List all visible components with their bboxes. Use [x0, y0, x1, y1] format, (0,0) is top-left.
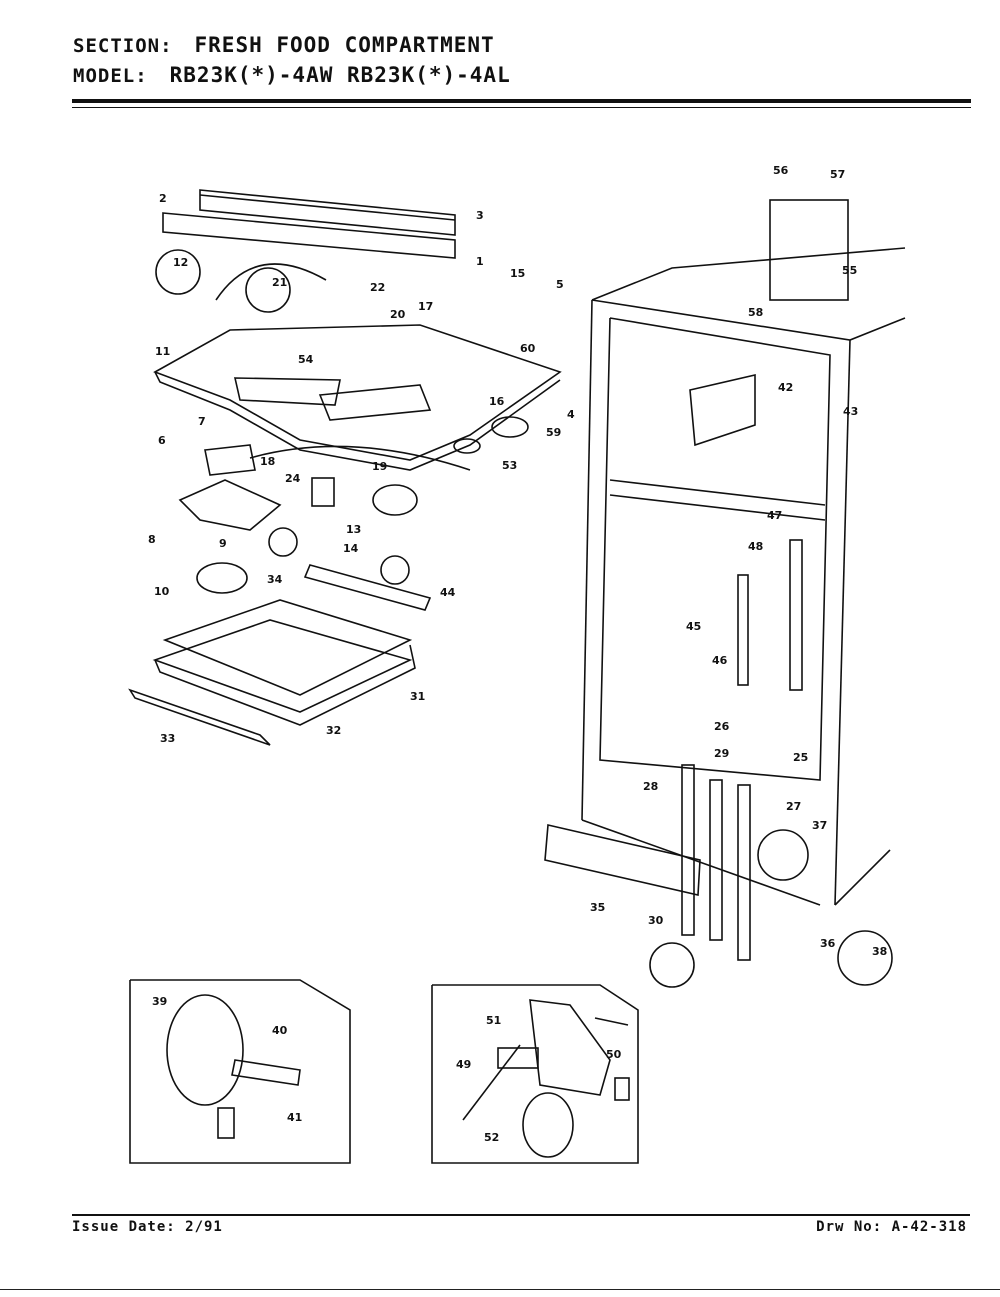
part-label-28: 28 [643, 780, 658, 793]
part-label-42: 42 [778, 381, 793, 394]
part-label-8: 8 [148, 533, 156, 546]
part-label-53: 53 [502, 459, 517, 472]
part-label-50: 50 [606, 1048, 622, 1061]
part-label-24: 24 [285, 472, 301, 485]
rod-34 [303, 564, 432, 611]
exploded-parts-diagram: 1 2 3 4 5 6 7 8 9 10 11 12 13 14 15 16 1… [128, 164, 906, 1164]
part-label-13: 13 [346, 523, 361, 536]
part-label-57: 57 [830, 168, 845, 181]
part-label-20: 20 [390, 308, 406, 321]
capillary-tube [249, 445, 471, 471]
section-value: FRESH FOOD COMPARTMENT [194, 33, 495, 57]
section-key: SECTION: [73, 35, 173, 57]
part-label-3: 3 [476, 209, 484, 222]
part-label-12: 12 [173, 256, 188, 269]
part-label-46: 46 [712, 654, 728, 667]
part-label-29: 29 [714, 747, 729, 760]
wheel-inset-right [431, 984, 639, 1164]
detail-circle-21 [245, 267, 291, 313]
part-label-18: 18 [260, 455, 275, 468]
thermostat [204, 444, 256, 476]
part-label-19: 19 [372, 460, 387, 473]
part-label-27: 27 [786, 800, 801, 813]
part-label-4: 4 [567, 408, 575, 421]
part-label-1: 1 [476, 255, 484, 268]
detail-circle-9 [268, 527, 298, 557]
part-label-58: 58 [748, 306, 763, 319]
part-label-15: 15 [510, 267, 525, 280]
part-label-25: 25 [793, 751, 808, 764]
part-label-17: 17 [418, 300, 433, 313]
detail-circle-38 [837, 930, 893, 986]
detail-circle-44 [380, 555, 410, 585]
detail-circle-30 [649, 942, 695, 988]
part-label-41: 41 [287, 1111, 302, 1124]
part-label-40: 40 [272, 1024, 288, 1037]
part-24 [311, 477, 335, 507]
part-label-54: 54 [298, 353, 314, 366]
glass-shelf [128, 599, 416, 746]
part-label-36: 36 [820, 937, 836, 950]
part-label-35: 35 [590, 901, 605, 914]
header-rule-thin [72, 107, 971, 108]
part-label-51: 51 [486, 1014, 501, 1027]
part-label-33: 33 [160, 732, 175, 745]
part-label-52: 52 [484, 1131, 499, 1144]
part-label-30: 30 [648, 914, 664, 927]
part-label-5: 5 [556, 278, 564, 291]
refrigerator-cabinet [581, 247, 906, 906]
detail-circle-12 [155, 249, 201, 295]
part-label-22: 22 [370, 281, 385, 294]
bracket-housing [178, 479, 282, 531]
control-tray [153, 324, 562, 471]
part-label-16: 16 [489, 395, 505, 408]
part-label-10: 10 [154, 585, 170, 598]
kick-plate [544, 824, 701, 896]
part-label-47: 47 [767, 509, 782, 522]
part-label-6: 6 [158, 434, 166, 447]
part-label-59: 59 [546, 426, 561, 439]
knob-13 [372, 484, 418, 516]
model-heading: MODEL: RB23K(*)-4AW RB23K(*)-4AL [73, 63, 511, 87]
part-label-49: 49 [456, 1058, 471, 1071]
part-label-21: 21 [272, 276, 287, 289]
part-label-44: 44 [440, 586, 456, 599]
part-label-56: 56 [773, 164, 789, 177]
model-key: MODEL: [73, 65, 148, 87]
wheel-inset-left [129, 979, 351, 1164]
part-label-48: 48 [748, 540, 763, 553]
part-label-37: 37 [812, 819, 827, 832]
part-label-7: 7 [198, 415, 206, 428]
part-label-38: 38 [872, 945, 887, 958]
part-label-60: 60 [520, 342, 536, 355]
part-53 [453, 438, 481, 454]
wire-22 [215, 263, 327, 301]
part-label-32: 32 [326, 724, 341, 737]
drawing-number: Drw No: A-42-318 [816, 1219, 967, 1235]
page-bottom-line [0, 1289, 1000, 1290]
part-label-43: 43 [843, 405, 858, 418]
part-label-31: 31 [410, 690, 425, 703]
knob-10 [196, 562, 248, 594]
part-label-55: 55 [842, 264, 857, 277]
footer-rule [72, 1214, 970, 1216]
part-59 [491, 416, 529, 438]
part-label-2: 2 [159, 192, 167, 205]
part-label-11: 11 [155, 345, 170, 358]
top-rail-assembly [162, 189, 456, 259]
part-label-26: 26 [714, 720, 730, 733]
part-label-34: 34 [267, 573, 283, 586]
panel-42 [689, 373, 756, 447]
section-heading: SECTION: FRESH FOOD COMPARTMENT [73, 33, 495, 57]
part-label-14: 14 [343, 542, 359, 555]
header-rule-thick [72, 99, 971, 103]
part-label-45: 45 [686, 620, 701, 633]
inset-box-top-right [769, 199, 849, 301]
part-label-9: 9 [219, 537, 227, 550]
issue-date: Issue Date: 2/91 [72, 1219, 223, 1235]
detail-circle-37 [757, 829, 809, 881]
model-value: RB23K(*)-4AW RB23K(*)-4AL [169, 63, 511, 87]
shelf-ladders [681, 539, 803, 961]
part-label-39: 39 [152, 995, 167, 1008]
